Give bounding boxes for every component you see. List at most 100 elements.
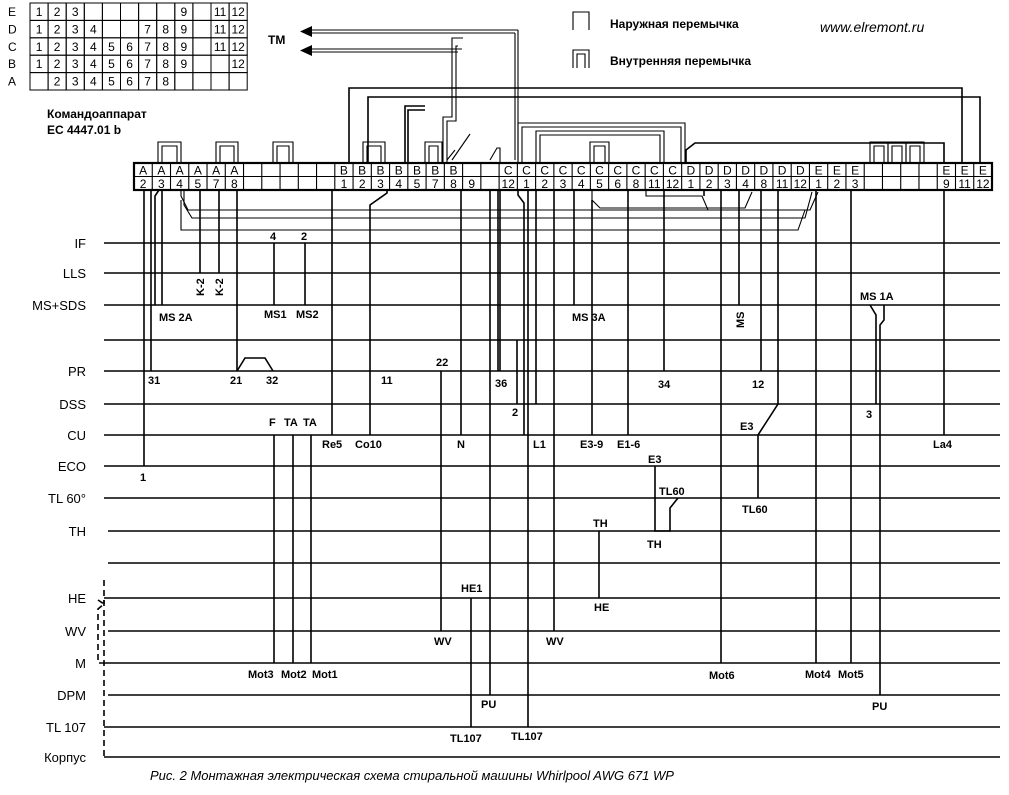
- connector-pin-number: 1: [523, 177, 530, 191]
- table-row-letter: A: [8, 75, 16, 89]
- connector-letter: B: [376, 164, 384, 178]
- label-pu1: PU: [481, 699, 496, 711]
- row-label: IF: [74, 236, 86, 251]
- label-n: N: [457, 439, 465, 451]
- table-cell: [228, 72, 248, 91]
- connector-letter: B: [449, 164, 457, 178]
- label-ms1a: MS 1A: [860, 291, 894, 303]
- connector-pin-number: 12: [794, 177, 808, 191]
- label-mot2: Mot2: [281, 669, 307, 681]
- table-cell-value: 8: [162, 22, 169, 36]
- row-label: M: [75, 656, 86, 671]
- table-cell-value: 2: [54, 22, 61, 36]
- label-mot5: Mot5: [838, 669, 864, 681]
- controller-model: ЕС 4447.01 b: [47, 123, 121, 137]
- table-cell: [174, 72, 194, 91]
- table-cell: [156, 2, 176, 21]
- connector-pin-number: 9: [943, 177, 950, 191]
- row-label: CU: [67, 428, 86, 443]
- table-cell-value: 5: [108, 40, 115, 54]
- label-pu2: PU: [872, 701, 887, 713]
- label-co10: Co10: [355, 439, 382, 451]
- table-cell: [83, 2, 103, 21]
- label-ms2: MS2: [296, 309, 319, 321]
- table-cell-value: 3: [72, 5, 79, 19]
- label-k2a: K-2: [195, 278, 207, 296]
- table-cell-value: 4: [90, 57, 97, 71]
- label-mot3: Mot3: [248, 669, 274, 681]
- table-cell-value: 8: [162, 75, 169, 89]
- row-label: DSS: [59, 397, 86, 412]
- table-cell-value: 7: [144, 57, 151, 71]
- table-cell: [101, 19, 122, 39]
- label-he1: HE1: [461, 583, 482, 595]
- connector-pin-number: 5: [414, 177, 421, 191]
- label-2: 2: [301, 231, 307, 243]
- table-cell: [29, 72, 49, 91]
- connector-pin-number: 2: [359, 177, 366, 191]
- connector-letter: A: [176, 164, 184, 178]
- label-tha: TH: [593, 518, 608, 530]
- connector-pin-number: 4: [578, 177, 585, 191]
- label-4: 4: [270, 231, 277, 243]
- label-he: HE: [594, 602, 609, 614]
- connector-pin-number: 5: [596, 177, 603, 191]
- connector-pin-number: 5: [195, 177, 202, 191]
- label-dss2: 2: [512, 407, 518, 419]
- table-cell-value: 8: [162, 57, 169, 71]
- connector-pin-number: 1: [815, 177, 822, 191]
- table-cell-value: 11: [214, 5, 227, 19]
- table-cell-value: 7: [144, 40, 151, 54]
- label-k2b: K-2: [214, 278, 226, 296]
- connector-pin-number: 4: [395, 177, 402, 191]
- label-tl107b: TL107: [511, 731, 543, 743]
- connector-pin-number: 3: [852, 177, 859, 191]
- connector-pin-number: 8: [450, 177, 457, 191]
- table-cell-value: 9: [181, 57, 188, 71]
- table-cell-value: 6: [126, 40, 133, 54]
- table-cell: [120, 2, 140, 21]
- connector-letter: C: [595, 164, 604, 178]
- label-l1: L1: [533, 439, 546, 451]
- connector-pin-number: 1: [687, 177, 694, 191]
- label-ms1: MS1: [264, 309, 287, 321]
- connector-pin-number: 8: [760, 177, 767, 191]
- wires: [143, 189, 945, 727]
- connector-letter: C: [504, 164, 513, 178]
- connector-pin-number: 11: [776, 177, 789, 191]
- row-label: MS+SDS: [32, 298, 86, 313]
- connector-letter: A: [230, 164, 238, 178]
- connector-letter: B: [413, 164, 421, 178]
- connector-letter: C: [522, 164, 531, 178]
- row-label: ECO: [58, 459, 86, 474]
- connector-letter: A: [139, 164, 147, 178]
- connector-letter: E: [942, 164, 950, 178]
- label-re5: Re5: [322, 439, 342, 451]
- label-ms2a: MS 2A: [159, 312, 193, 324]
- connector-letter: C: [668, 164, 677, 178]
- table-row-letter: B: [8, 57, 16, 71]
- connector-letter: B: [431, 164, 439, 178]
- connector-pin-number: 12: [976, 177, 990, 191]
- connector-letter: D: [759, 164, 768, 178]
- table-cell: [192, 72, 212, 91]
- connector-letter: B: [358, 164, 366, 178]
- label-tl60a: TL60: [659, 486, 685, 498]
- connector-letter: D: [741, 164, 750, 178]
- table-cell-value: 9: [181, 22, 188, 36]
- label-pr34: 34: [658, 379, 671, 391]
- jumpers: [157, 141, 925, 163]
- label-thb: TH: [647, 539, 662, 551]
- label-mot1: Mot1: [312, 669, 338, 681]
- label-e3b: E3: [648, 454, 661, 466]
- connector-letter: D: [686, 164, 695, 178]
- label-tl107a: TL107: [450, 733, 482, 745]
- row-label: TL 107: [46, 720, 86, 735]
- connector-pin-number: 3: [560, 177, 567, 191]
- label-tl60b: TL60: [742, 504, 768, 516]
- connector-pin-number: 4: [742, 177, 749, 191]
- label-pr21: 21: [230, 375, 242, 387]
- table-row-letter: D: [8, 22, 17, 36]
- label-ms3a: MS 3A: [572, 312, 606, 324]
- label-pr12: 12: [752, 379, 764, 391]
